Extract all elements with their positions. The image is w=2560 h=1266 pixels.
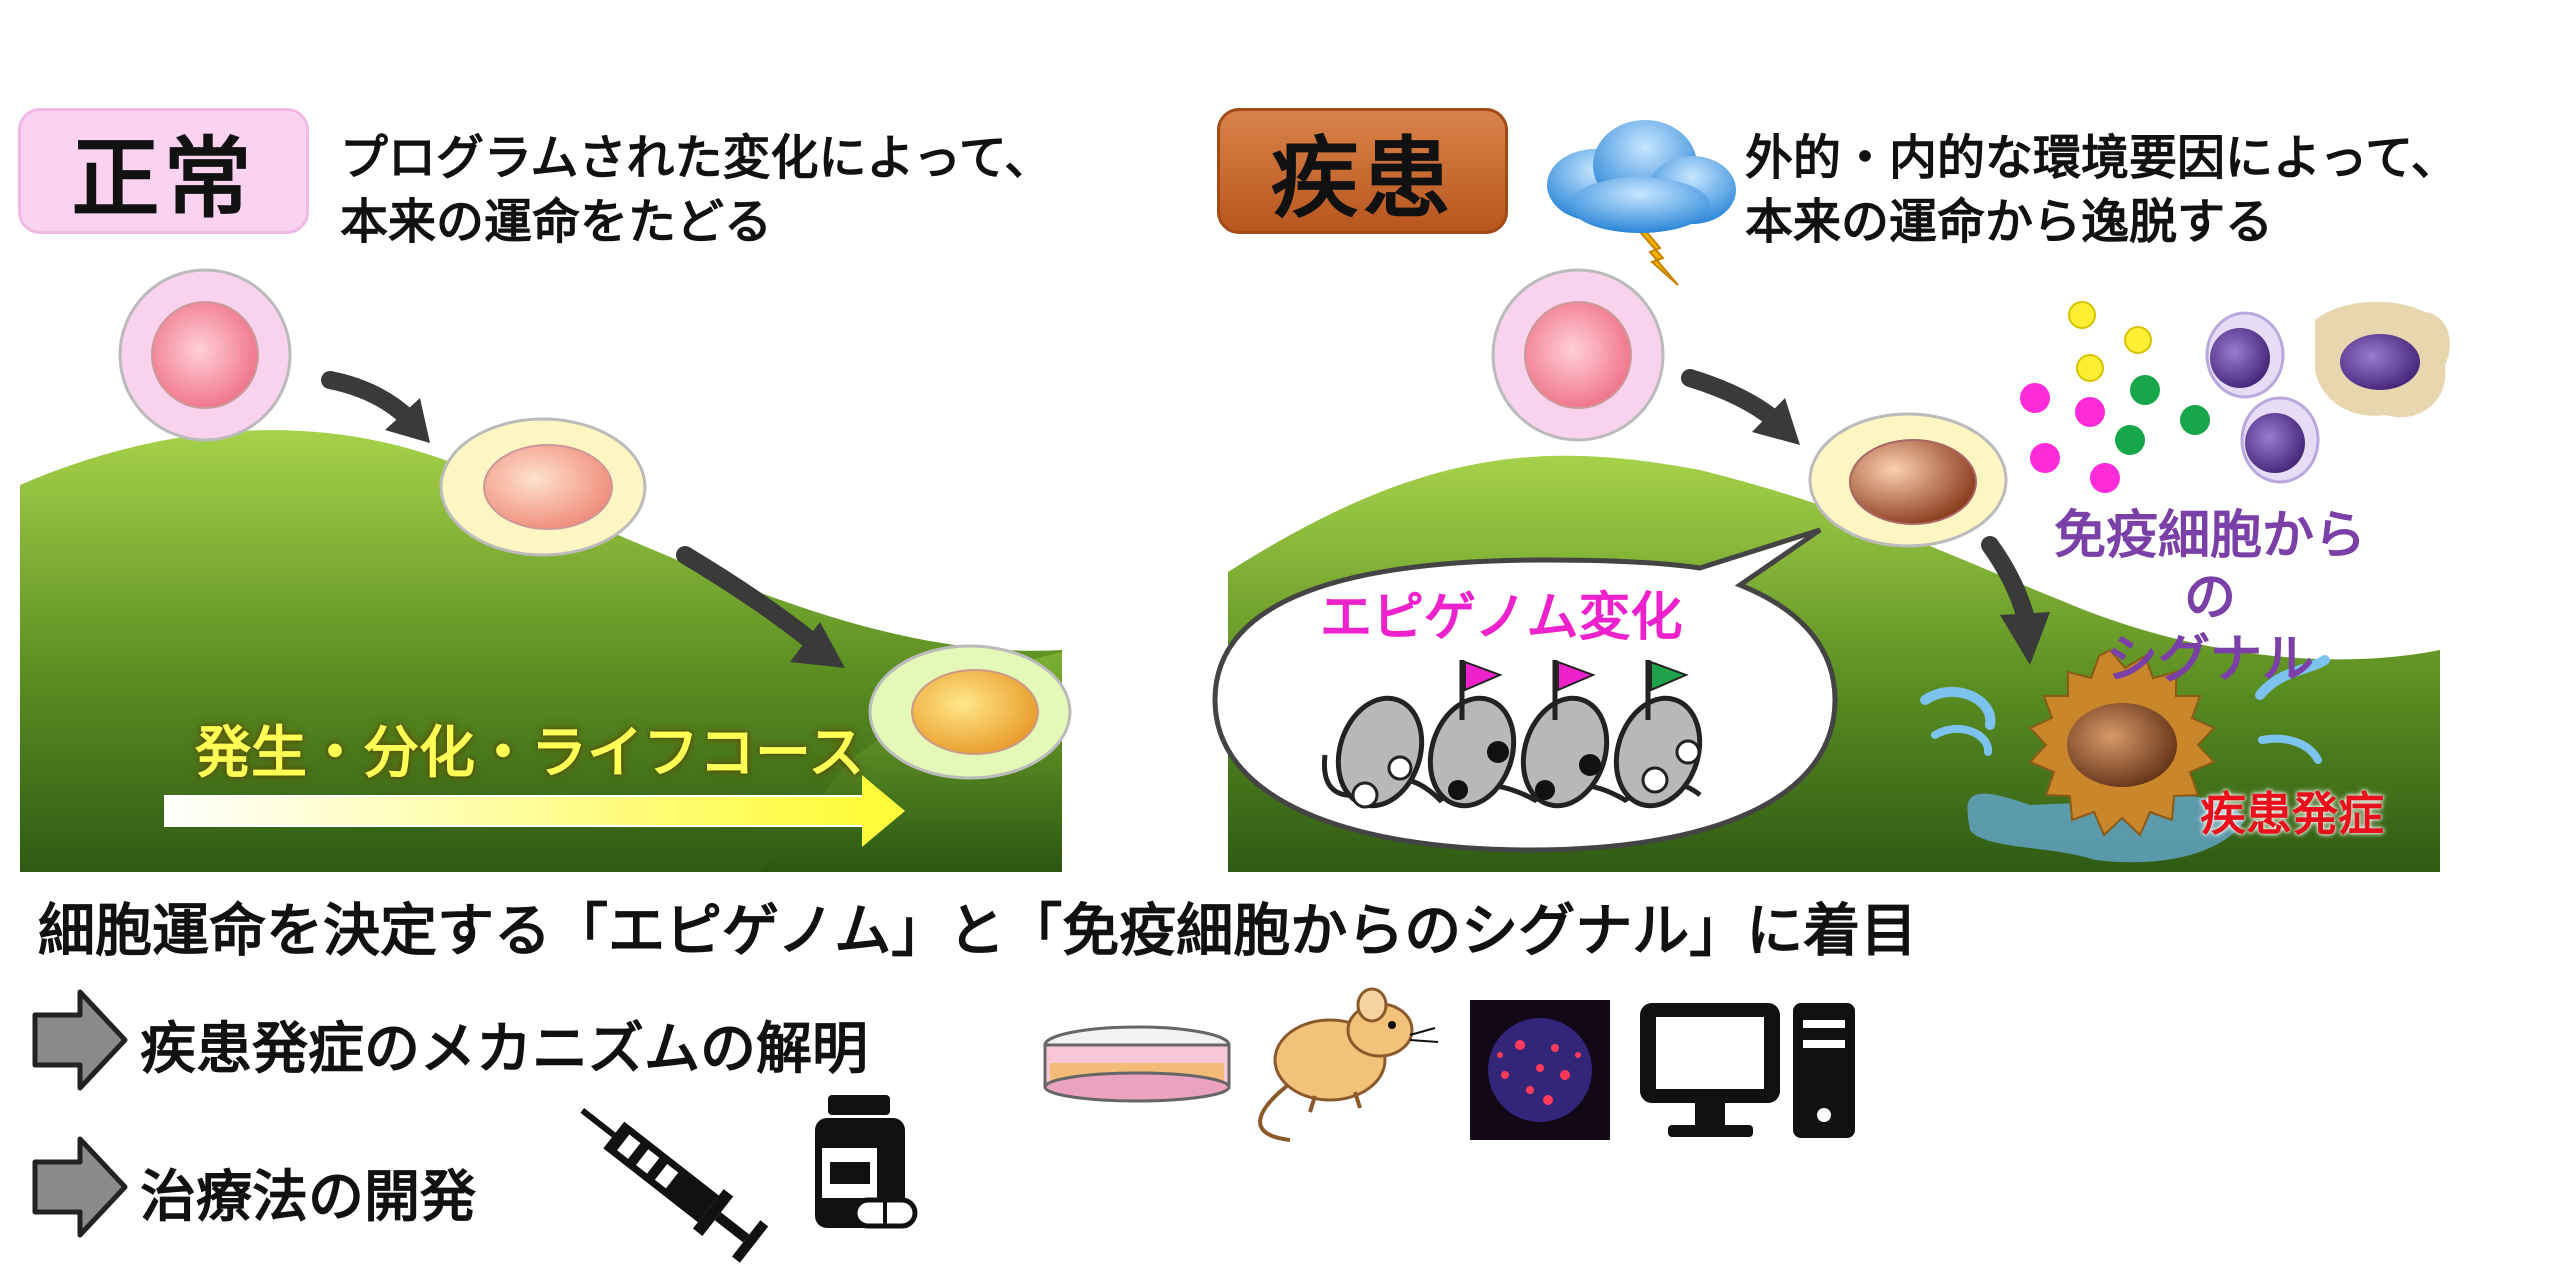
- research-focus-title: 細胞運命を決定する「エピゲノム」と「免疫細胞からのシグナル」に着目: [38, 898, 1918, 964]
- histone-mark-flags-icon: [1459, 660, 1689, 720]
- disease-transition-arrow-1: [1681, 369, 1800, 445]
- immune-signal-label-line2: シグナル: [2105, 630, 2314, 690]
- disease-description: 外的・内的な環境要因によって、 本来の運命から逸脱する: [1745, 126, 2459, 254]
- normal-cell-stem: [118, 268, 292, 442]
- disease-description-line1: 外的・内的な環境要因によって、: [1745, 130, 2459, 186]
- normal-label: 正常: [71, 126, 256, 230]
- normal-transition-arrow-2: [676, 546, 845, 668]
- normal-description-line2: 本来の運命をたどる: [340, 194, 773, 250]
- immune-signal-label: 免疫細胞からの シグナル: [2040, 505, 2380, 691]
- disease-cell-damaged: [1920, 648, 2330, 863]
- immune-cells-icon: [2205, 301, 2450, 484]
- disease-label: 疾患: [1270, 126, 1455, 230]
- goal-therapy: 治療法の開発: [140, 1165, 476, 1230]
- disease-badge: 疾患: [1217, 108, 1508, 234]
- normal-description: プログラムされた変化によって、 本来の運命をたどる: [340, 126, 1052, 254]
- cytokine-particles-icon: [2020, 301, 2210, 493]
- nucleosome-chain-icon: [1321, 695, 1703, 809]
- normal-transition-arrow-1: [321, 371, 430, 443]
- right-arrow-icon-2: [32, 1136, 128, 1238]
- immune-signal-label-line1: 免疫細胞からの: [2053, 506, 2366, 628]
- medicine-bottle-icon: [815, 1095, 918, 1229]
- storm-cloud-icon: [1547, 120, 1736, 286]
- syringe-icon: [580, 1107, 769, 1263]
- goal-mechanism: 疾患発症のメカニズムの解明: [140, 1017, 868, 1082]
- microscopy-image-icon: [1470, 1000, 1610, 1140]
- computer-icon: [1640, 1003, 1855, 1138]
- disease-transition-arrow-2: [1981, 536, 2050, 665]
- normal-cell-mature: [868, 644, 1072, 780]
- right-arrow-icon-1: [32, 989, 128, 1091]
- normal-badge: 正常: [18, 108, 309, 234]
- mouse-icon: [1258, 987, 1439, 1142]
- epigenome-change-label: エピゲノム変化: [1320, 588, 1683, 648]
- life-course-label: 発生・分化・ライフコース: [195, 721, 865, 786]
- disease-cell-stem: [1491, 268, 1665, 442]
- disease-onset-label: 疾患発症: [2200, 787, 2384, 841]
- disease-cell-middle: [1808, 412, 2008, 548]
- disease-description-line2: 本来の運命から逸脱する: [1745, 194, 2274, 250]
- petri-dish-icon: [1043, 1025, 1231, 1103]
- normal-cell-middle: [439, 417, 647, 557]
- normal-description-line1: プログラムされた変化によって、: [340, 130, 1053, 186]
- life-course-arrow: [164, 775, 905, 847]
